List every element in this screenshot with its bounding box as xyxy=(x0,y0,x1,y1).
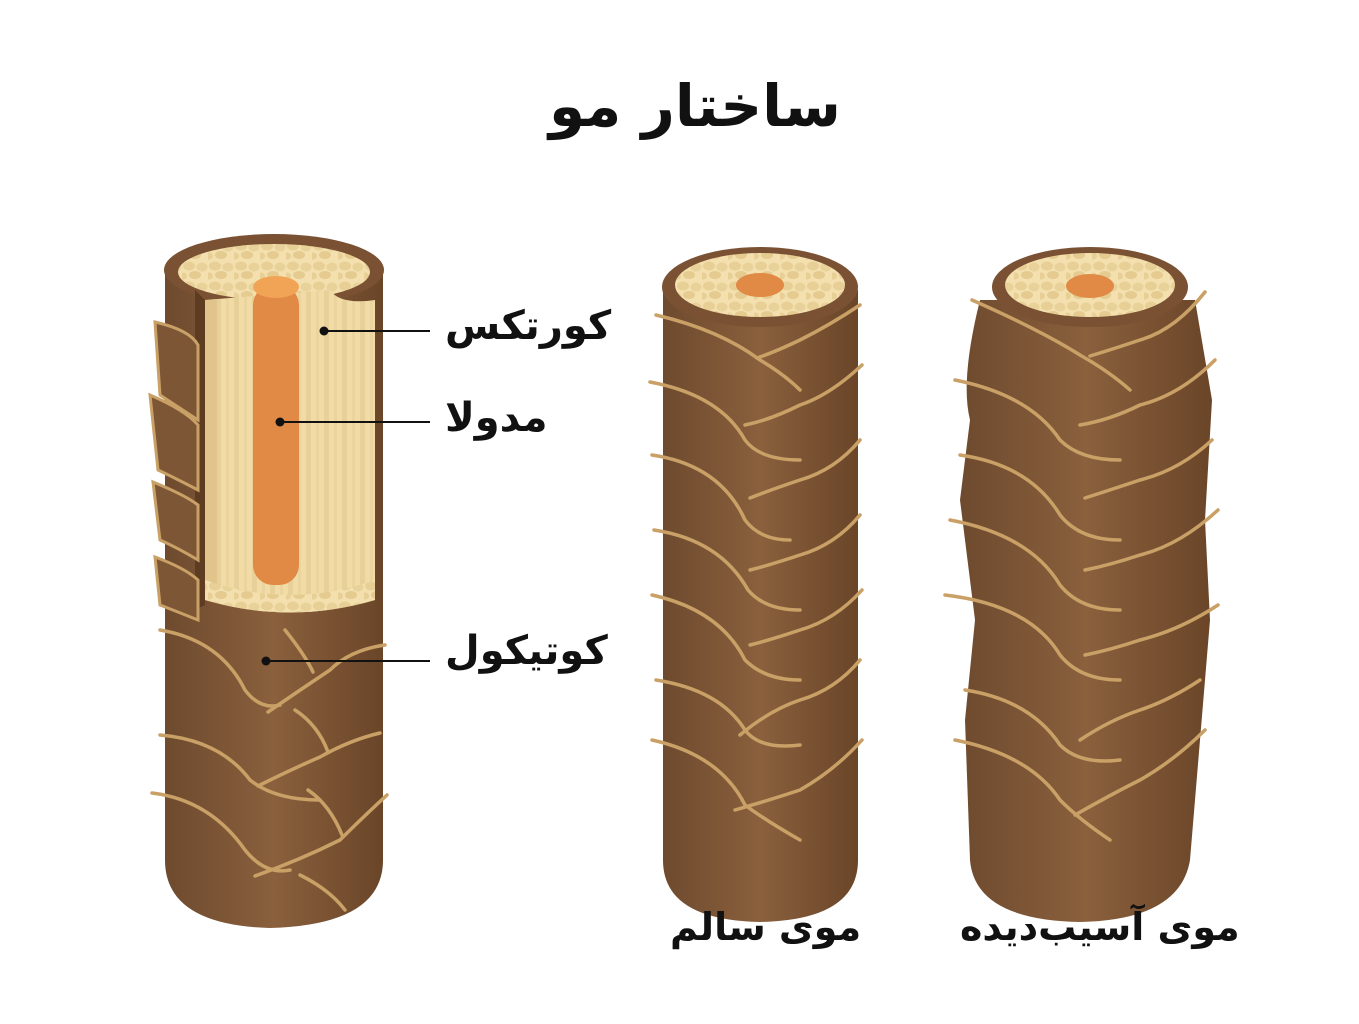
caption-healthy-hair: موی سالم xyxy=(670,905,862,949)
leader-lines xyxy=(261,326,430,666)
label-cortex: کورتکس xyxy=(445,303,612,349)
label-cuticle: کوتیکول xyxy=(445,628,608,674)
diagram-title: ساختار مو xyxy=(549,72,841,140)
damaged-hair xyxy=(943,247,1220,922)
label-medulla: مدولا xyxy=(445,395,548,441)
healthy-hair xyxy=(648,247,864,922)
caption-damaged-hair: موی آسیب‌دیده xyxy=(960,905,1240,949)
cutaway-hair xyxy=(148,234,389,928)
